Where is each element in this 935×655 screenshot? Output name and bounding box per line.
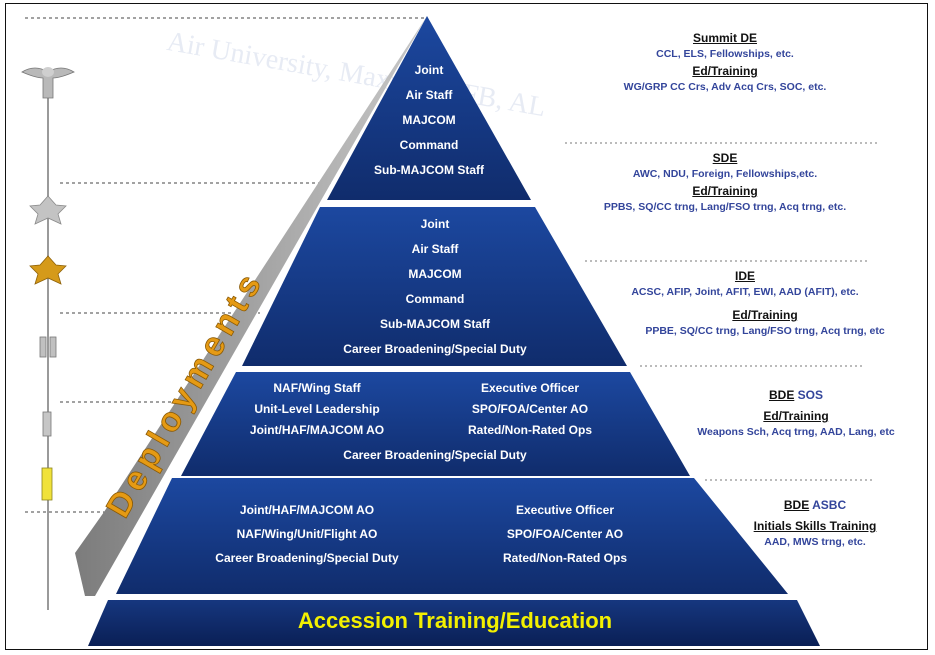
tier-1-line: Air Staff [405,88,453,102]
bde-sos-block: BDE SOS Ed/Training Weapons Sch, Acq trn… [662,387,930,441]
tier-1-line: Sub-MAJCOM Staff [374,163,484,177]
tier-4-right-labels: Executive Officer SPO/FOA/Center AO Rate… [465,498,665,570]
sde-block: SDE AWC, NDU, Foreign, Fellowships,etc. … [575,150,875,216]
summit-ed-heading: Ed/Training [692,64,758,78]
tier-3-left-line: Unit-Level Leadership [254,402,380,416]
bde-ed-heading: Ed/Training [763,409,829,423]
ide-ed-block: Ed/Training PPBE, SQ/CC trng, Lang/FSO t… [600,307,930,340]
ide-block: IDE ACSC, AFIP, Joint, AFIT, EWI, AAD (A… [590,268,900,301]
ide-ed-text: PPBE, SQ/CC trng, Lang/FSO trng, Acq trn… [645,325,885,337]
sde-ed-heading: Ed/Training [692,184,758,198]
tier-base-shape [88,600,820,646]
sde-text: AWC, NDU, Foreign, Fellowships,etc. [632,168,818,180]
tier-3-left-line: NAF/Wing Staff [273,381,361,395]
tier-3-shape [181,372,690,476]
asbc-label: ASBC [812,498,847,512]
tier-2-line: Joint [420,217,450,231]
major-oak-leaf-icon [29,255,67,285]
tier-4-left-line: Joint/HAF/MAJCOM AO [239,503,375,517]
summit-de-heading: Summit DE [692,31,757,45]
tier-4-right-line: Rated/Non-Rated Ops [502,551,627,565]
tier-1-labels: Joint Air Staff MAJCOM Command Sub-MAJCO… [327,58,531,183]
basic-block: BDE ASBC Initials Skills Training AAD, M… [725,497,905,551]
initial-skills-heading: Initials Skills Training [753,519,877,533]
tier-3-left-line: Joint/HAF/MAJCOM AO [249,423,385,437]
colonel-eagle-icon [21,67,75,99]
tier-4-shape [116,478,788,594]
tier-3-right-line: Executive Officer [480,381,580,395]
lt-colonel-oak-leaf-icon [29,195,67,225]
summit-de-block: Summit DE CCL, ELS, Fellowships, etc. Ed… [600,30,850,96]
tier-1-line: Joint [414,63,444,77]
tier-2-line: Career Broadening/Special Duty [343,342,527,356]
deployments-band [75,16,427,596]
basic-bde-heading: BDE [783,498,810,512]
first-lt-bar-icon [42,411,52,437]
tier-3-bottom-label: Career Broadening/Special Duty [343,448,527,462]
tier-1-line: Command [399,138,459,152]
ide-text: ACSC, AFIP, Joint, AFIT, EWI, AAD (AFIT)… [631,286,859,298]
tier-2-line: Sub-MAJCOM Staff [380,317,490,331]
tier-2-line: Air Staff [411,242,459,256]
summit-de-text: CCL, ELS, Fellowships, etc. [656,48,794,60]
second-lt-bar-icon [41,467,53,501]
tier-3-right-labels: Executive Officer SPO/FOA/Center AO Rate… [432,378,628,441]
tier-2-line: MAJCOM [408,267,462,281]
bde-ed-text: Weapons Sch, Acq trng, AAD, Lang, etc [697,426,895,438]
tier-2-shape [242,207,627,366]
tier-4-right-line: SPO/FOA/Center AO [506,527,624,541]
tier-4-left-line: NAF/Wing/Unit/Flight AO [236,527,378,541]
figure-frame [5,3,928,650]
tier-4-left-labels: Joint/HAF/MAJCOM AO NAF/Wing/Unit/Flight… [178,498,436,570]
summit-ed-text: WG/GRP CC Crs, Adv Acq Crs, SOC, etc. [623,81,827,93]
bde-heading: BDE [768,388,795,402]
sos-label: SOS [797,388,824,402]
ide-ed-heading: Ed/Training [732,308,798,322]
tier-2-labels: Joint Air Staff MAJCOM Command Sub-MAJCO… [290,212,580,362]
initial-skills-text: AAD, MWS trng, etc. [764,536,866,548]
sde-heading: SDE [712,151,738,165]
tier-4-left-line: Career Broadening/Special Duty [215,551,399,565]
tier-3-right-line: SPO/FOA/Center AO [471,402,589,416]
sde-ed-text: PPBS, SQ/CC trng, Lang/FSO trng, Acq trn… [603,201,847,213]
tier-1-shape [327,16,531,200]
accession-training-label: Accession Training/Education [297,608,613,633]
captain-bars-icon [39,336,57,358]
tier-3-left-labels: NAF/Wing Staff Unit-Level Leadership Joi… [212,378,422,441]
ide-heading: IDE [734,269,755,283]
tier-2-line: Command [405,292,465,306]
tier-4-right-line: Executive Officer [515,503,615,517]
tier-3-right-line: Rated/Non-Rated Ops [467,423,592,437]
rank-guide-lines [25,17,428,513]
tier-1-line: MAJCOM [402,113,456,127]
